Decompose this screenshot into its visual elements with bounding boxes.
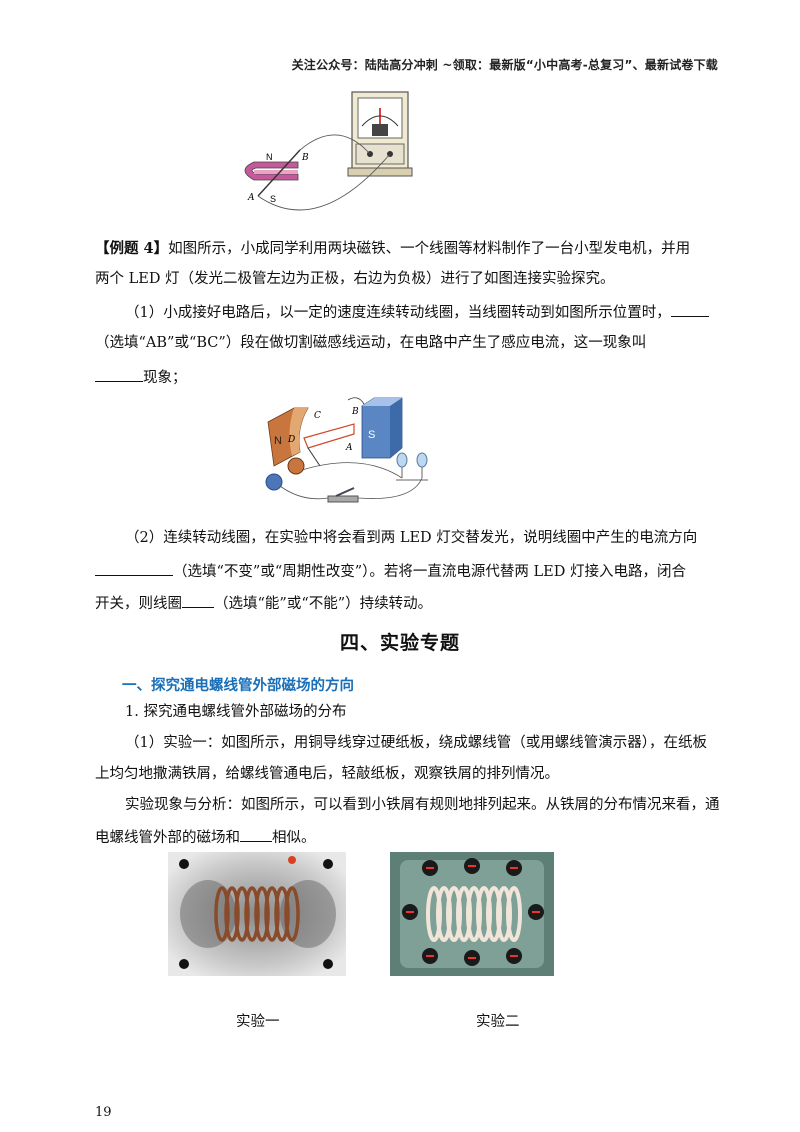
section-title: 四、实验专题 bbox=[339, 632, 460, 654]
item-1: 1. 探究通电螺线管外部磁场的分布 bbox=[125, 704, 347, 720]
analysis-line1: 实验现象与分析：如图所示，可以看到小铁屑有规则地排列起来。从铁屑的分布情况来看，… bbox=[125, 797, 720, 813]
label-s: S bbox=[270, 194, 276, 204]
caption-experiment-2: 实验二 bbox=[476, 1014, 520, 1030]
q2-line2: （选填“不变”或“周期性改变”）。若将一直流电源代替两 LED 灯接入电路，闭合 bbox=[95, 560, 705, 582]
label-a2: A bbox=[345, 443, 353, 453]
figure-generator: N S C B D A bbox=[265, 397, 428, 503]
caption-experiment-1: 实验一 bbox=[236, 1014, 280, 1030]
label-s-magnet: S bbox=[368, 429, 375, 441]
example4-line1: 【例题 4】如图所示，小成同学利用两块磁铁、一个线圈等材料制作了一台小型发电机，… bbox=[95, 240, 691, 257]
label-n: N bbox=[266, 152, 273, 162]
figure-galvanometer: N S A B bbox=[244, 91, 413, 211]
label-d: D bbox=[287, 435, 295, 445]
exp1-line2: 上均匀地撒满铁屑，给螺线管通电后，轻敲纸板，观察铁屑的排列情况。 bbox=[95, 766, 559, 782]
page-number: 19 bbox=[95, 1105, 112, 1120]
photo-experiment-1 bbox=[168, 852, 346, 976]
photo-experiment-2 bbox=[390, 852, 554, 976]
page-header: 关注公众号：陆陆高分冲刺 ~领取：最新版“小中高考-总复习”、最新试卷下载 bbox=[291, 58, 718, 72]
label-b: B bbox=[301, 153, 309, 163]
q2-line3: 开关，则线圈（选填“能”或“不能”）持续转动。 bbox=[95, 592, 705, 614]
exp1-line1: （1）实验一：如图所示，用铜导线穿过硬纸板，绕成螺线管（或用螺线管演示器），在纸… bbox=[125, 735, 707, 751]
label-c: C bbox=[314, 411, 321, 421]
analysis-line2: 电螺线管外部的磁场和相似。 bbox=[95, 826, 705, 848]
label-n-magnet: N bbox=[274, 435, 282, 447]
q2-line1: （2）连续转动线圈，在实验中将会看到两 LED 灯交替发光，说明线圈中产生的电流… bbox=[125, 530, 698, 546]
example4-line2: 两个 LED 灯（发光二极管左边为正极，右边为负极）进行了如图连接实验探究。 bbox=[95, 271, 615, 287]
subsection-title: 一、探究通电螺线管外部磁场的方向 bbox=[122, 678, 354, 694]
label-a: A bbox=[247, 193, 255, 203]
q1-line1: （1）小成接好电路后，以一定的速度连续转动线圈，当线圈转动到如图所示位置时， bbox=[125, 301, 735, 323]
q1-line3: 现象； bbox=[95, 366, 705, 388]
q1-line2: （选填“AB”或“BC”）段在做切割磁感线运动，在电路中产生了感应电流，这一现象… bbox=[95, 335, 647, 351]
label-b2: B bbox=[351, 407, 359, 417]
